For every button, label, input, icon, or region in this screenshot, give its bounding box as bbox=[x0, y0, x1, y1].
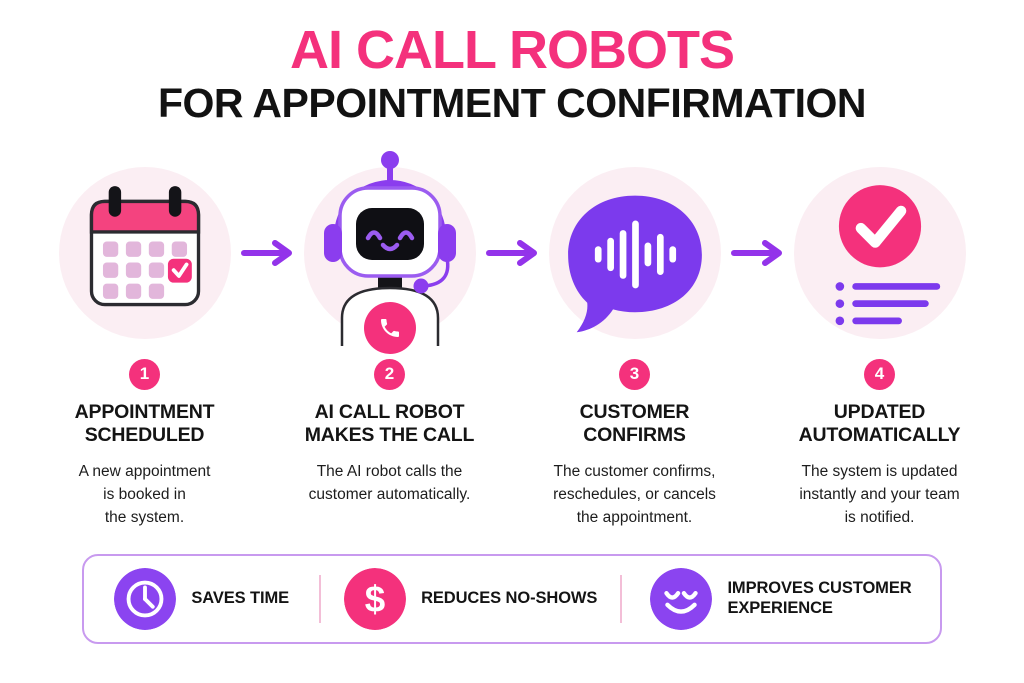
robot-headset-icon bbox=[323, 151, 456, 355]
step2-number-badge: 2 bbox=[374, 358, 405, 390]
step4-text: 4 UPDATED AUTOMATICALLY The system is up… bbox=[757, 358, 1002, 530]
step4-number-badge: 4 bbox=[864, 358, 895, 390]
divider bbox=[620, 574, 622, 623]
step-icons-row bbox=[22, 151, 1002, 355]
benefit-saves-time: SAVES TIME bbox=[84, 556, 319, 642]
step1-description: A new appointment is booked in the syste… bbox=[78, 462, 211, 527]
page-title-main: FOR APPOINTMENT CONFIRMATION bbox=[157, 79, 867, 126]
step3-number-badge: 3 bbox=[619, 358, 650, 390]
benefit-reduces-no-shows: $ REDUCES NO-SHOWS bbox=[321, 556, 621, 642]
calendar-icon bbox=[89, 186, 200, 307]
smiley-icon bbox=[650, 567, 713, 630]
page-title-accent: AI CALL ROBOTS bbox=[290, 20, 735, 80]
step3-description: The customer confirms, reschedules, or c… bbox=[553, 462, 716, 527]
step3-text: 3 CUSTOMER CONFIRMS The customer confirm… bbox=[512, 358, 757, 530]
step1-icon-cell bbox=[22, 166, 267, 339]
step3-title: CUSTOMER CONFIRMS bbox=[579, 400, 690, 446]
benefit-improves-experience: IMPROVES CUSTOMER EXPERIENCE bbox=[622, 556, 940, 642]
benefit-reduces-no-shows-label: REDUCES NO-SHOWS bbox=[421, 588, 598, 607]
step2-title: AI CALL ROBOT MAKES THE CALL bbox=[304, 400, 475, 446]
flow-arrow-icon bbox=[486, 239, 537, 266]
step2-description: The AI robot calls the customer automati… bbox=[308, 462, 471, 504]
header: AI CALL ROBOTS FOR APPOINTMENT CONFIRMAT… bbox=[0, 0, 1024, 125]
clock-icon bbox=[114, 567, 177, 630]
step4-title: UPDATED AUTOMATICALLY bbox=[798, 400, 961, 446]
benefits-bar: SAVES TIME $ REDUCES NO-SHOWS IMPROVES C… bbox=[82, 553, 942, 644]
svg-text:$: $ bbox=[365, 578, 385, 619]
step1-circle bbox=[58, 166, 231, 339]
divider bbox=[319, 574, 321, 623]
step3-icon-cell bbox=[512, 166, 757, 339]
step1-title: APPOINTMENT SCHEDULED bbox=[74, 400, 215, 446]
step-text-row: 1 APPOINTMENT SCHEDULED A new appointmen… bbox=[22, 339, 1002, 530]
benefit-improves-experience-label: IMPROVES CUSTOMER EXPERIENCE bbox=[727, 578, 912, 617]
step4-icon-cell bbox=[757, 166, 1002, 339]
flow-arrow-icon bbox=[731, 239, 782, 266]
step1-number-badge: 1 bbox=[129, 358, 160, 390]
flow-arrow-icon bbox=[241, 239, 292, 266]
benefit-saves-time-label: SAVES TIME bbox=[191, 588, 290, 607]
step4-description: The system is updated instantly and your… bbox=[799, 462, 960, 527]
voice-chat-bubble-icon bbox=[567, 195, 702, 333]
checkmark-list-icon bbox=[835, 185, 940, 326]
steps-flow: 1 APPOINTMENT SCHEDULED A new appointmen… bbox=[22, 151, 1002, 530]
step2-circle bbox=[303, 151, 476, 355]
step2-icon-cell bbox=[267, 151, 512, 355]
step1-text: 1 APPOINTMENT SCHEDULED A new appointmen… bbox=[22, 358, 267, 530]
dollar-icon: $ bbox=[344, 567, 407, 630]
step2-text: 2 AI CALL ROBOT MAKES THE CALL The AI ro… bbox=[267, 358, 512, 530]
step4-circle bbox=[793, 166, 966, 339]
step3-circle bbox=[548, 166, 721, 339]
